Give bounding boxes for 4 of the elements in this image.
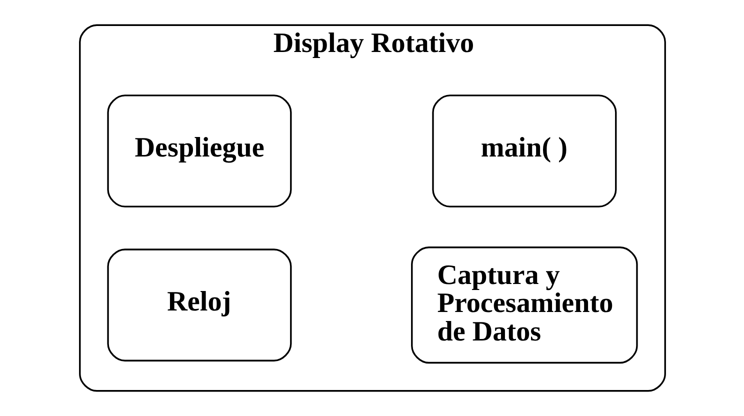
node-box: main( ) xyxy=(432,94,616,208)
node-box: Captura y Procesamiento de Datos xyxy=(410,246,638,364)
node-box: Despliegue xyxy=(106,94,292,208)
node-box: Reloj xyxy=(106,248,292,362)
